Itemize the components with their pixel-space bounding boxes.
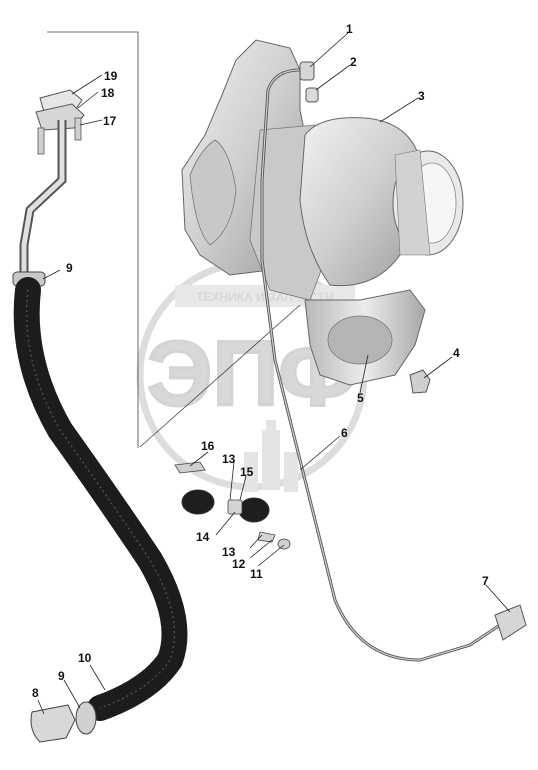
oil-pipe-end-fitting <box>494 604 527 641</box>
callout-15: 15 <box>240 465 254 479</box>
callout-13-top: 13 <box>222 452 236 466</box>
callout-18: 18 <box>101 86 115 100</box>
callout-10: 10 <box>78 651 92 665</box>
part-4-nut <box>409 369 431 394</box>
oil-pipe-banjo-fitting <box>299 61 315 81</box>
watermark-tower-icon <box>244 420 298 492</box>
callout-3: 3 <box>418 89 425 103</box>
callout-17: 17 <box>103 114 117 128</box>
callout-labels: 1 2 3 4 5 6 7 8 9 9 10 11 12 13 13 14 15… <box>32 22 489 700</box>
part-9-clamp-bottom <box>75 701 97 735</box>
callout-8: 8 <box>32 686 39 700</box>
turbocharger <box>181 39 464 386</box>
callout-11: 11 <box>250 567 263 581</box>
callout-12: 12 <box>232 557 246 571</box>
callout-4: 4 <box>453 346 460 360</box>
part-8-elbow-fitting <box>30 704 76 743</box>
leader-lines <box>37 32 511 715</box>
mount-parts <box>174 461 291 550</box>
callout-1: 1 <box>346 22 353 36</box>
callout-19: 19 <box>104 69 118 83</box>
part-10-drain-hose <box>13 277 188 721</box>
callout-9-top: 9 <box>66 261 73 275</box>
callout-13-bottom: 13 <box>222 545 236 559</box>
callout-9-bottom: 9 <box>58 669 65 683</box>
callout-14: 14 <box>196 530 210 544</box>
drain-flange-assembly <box>35 89 85 155</box>
callout-7: 7 <box>482 574 489 588</box>
callout-2: 2 <box>350 55 357 69</box>
callout-6: 6 <box>341 426 348 440</box>
callout-16: 16 <box>201 439 215 453</box>
assembly-boundary-diagonal <box>139 304 301 448</box>
callout-5: 5 <box>357 391 364 405</box>
part-2-washer <box>305 87 319 103</box>
assembly-boundary-line <box>47 31 139 448</box>
